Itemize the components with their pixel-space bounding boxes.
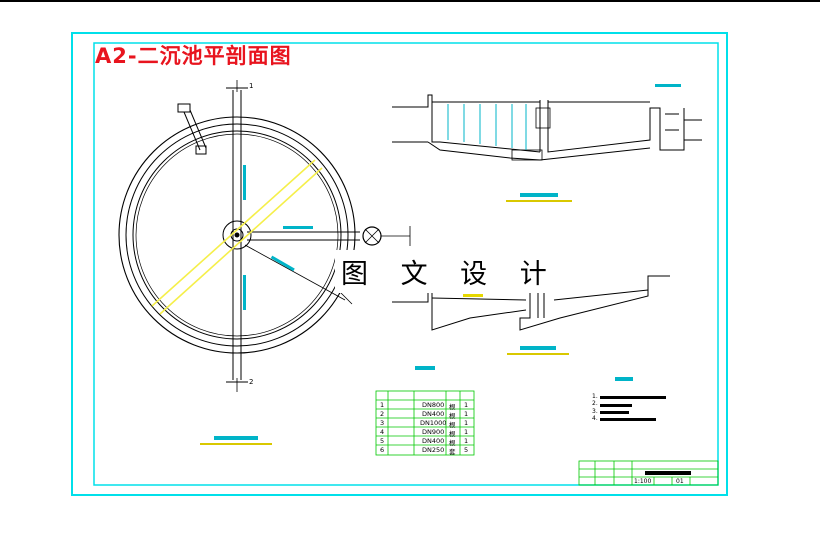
scraper-pipe bbox=[151, 159, 323, 315]
row-spec: DN400 bbox=[422, 410, 445, 418]
title-block-grid bbox=[578, 460, 719, 486]
equipment-table-title bbox=[415, 366, 435, 370]
section-2-2-marker bbox=[463, 294, 483, 297]
plan-view bbox=[118, 80, 411, 392]
row-qty: 1 bbox=[464, 401, 469, 409]
row-unit: 根 bbox=[449, 421, 456, 429]
row-no: 1 bbox=[380, 401, 385, 409]
section-1-1-label bbox=[655, 84, 681, 87]
row-spec: DN400 bbox=[422, 437, 445, 445]
row-no: 3 bbox=[380, 419, 385, 427]
drawing-title: A2-二沉池平剖面图 bbox=[95, 44, 292, 68]
table-row: 2 DN400 根 1 bbox=[376, 409, 474, 420]
section-1-1-baffles bbox=[447, 104, 527, 150]
section-marker-bottom: 2 bbox=[249, 378, 254, 386]
row-unit: 根 bbox=[449, 430, 456, 438]
row-no: 2 bbox=[380, 410, 385, 418]
row-qty: 1 bbox=[464, 410, 469, 418]
note-number: 3. bbox=[592, 407, 598, 415]
row-unit: 根 bbox=[449, 439, 456, 447]
title-block-sheet-no: 01 bbox=[676, 478, 684, 485]
inner-frame bbox=[93, 42, 719, 486]
row-qty: 1 bbox=[464, 437, 469, 445]
title-block-scale: 1:100 bbox=[634, 478, 652, 485]
equipment-table-body: 1 DN800 根 1 2 DN400 根 1 3 DN1000 根 1 4 D… bbox=[376, 400, 474, 456]
outer-frame bbox=[71, 32, 728, 496]
section-2-2-caption-underline bbox=[507, 353, 569, 355]
notes-lines bbox=[600, 396, 666, 421]
section-1-1-caption-underline bbox=[506, 200, 572, 202]
section-1-1 bbox=[392, 94, 702, 161]
note-number: 2. bbox=[592, 400, 598, 408]
section-1-1-caption-text bbox=[520, 193, 558, 197]
row-spec: DN800 bbox=[422, 401, 445, 409]
note-number: 4. bbox=[592, 414, 598, 422]
section-marker-top: 1 bbox=[249, 82, 254, 90]
row-qty: 5 bbox=[464, 446, 469, 454]
row-no: 5 bbox=[380, 437, 385, 445]
row-unit: 套 bbox=[449, 448, 456, 456]
watermark: 图 文 设 计 bbox=[335, 250, 565, 293]
row-spec: DN1000 bbox=[420, 419, 447, 427]
row-no: 4 bbox=[380, 428, 385, 436]
plan-view-caption-text bbox=[214, 436, 258, 440]
note-number: 1. bbox=[592, 393, 598, 400]
row-unit: 根 bbox=[449, 403, 456, 411]
table-row: 5 DN400 根 1 bbox=[376, 436, 474, 447]
row-spec: DN900 bbox=[422, 428, 445, 436]
top-border-line bbox=[0, 0, 820, 2]
title-block-drawing-name bbox=[645, 471, 691, 475]
row-qty: 1 bbox=[464, 419, 469, 427]
row-qty: 1 bbox=[464, 428, 469, 436]
section-2-2-caption-text bbox=[520, 346, 556, 350]
row-no: 6 bbox=[380, 446, 385, 454]
table-row: 4 DN900 根 1 bbox=[376, 427, 474, 438]
table-row: 6 DN250 套 5 bbox=[376, 445, 474, 456]
table-row: 3 DN1000 根 1 bbox=[376, 418, 474, 429]
notes-list: 1. 2. 3. 4. bbox=[592, 393, 598, 422]
plan-view-caption-underline bbox=[200, 443, 272, 445]
equipment-table-grid bbox=[375, 390, 475, 456]
plan-annotations bbox=[243, 165, 313, 310]
notes-title bbox=[615, 377, 633, 381]
table-row: 1 DN800 根 1 bbox=[376, 400, 474, 411]
row-unit: 根 bbox=[449, 412, 456, 420]
row-spec: DN250 bbox=[422, 446, 445, 454]
